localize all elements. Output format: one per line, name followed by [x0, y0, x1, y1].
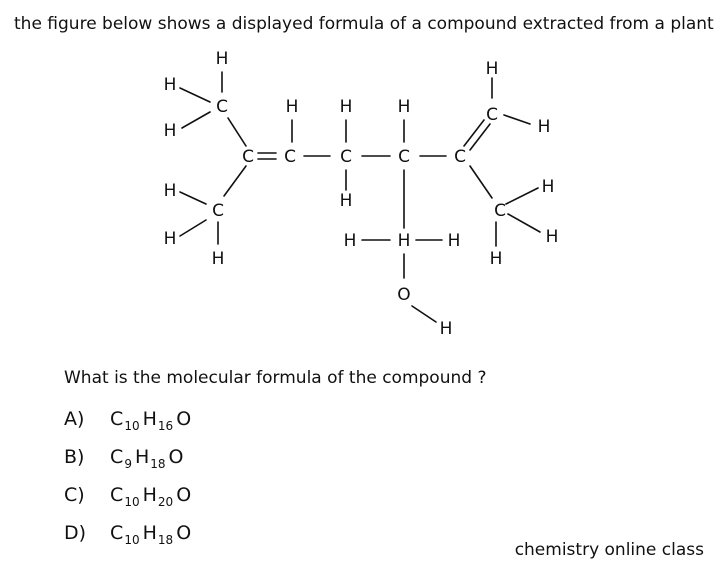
atom-label: H [286, 97, 299, 117]
subscript: 18 [150, 457, 166, 471]
atom-label: H [398, 231, 411, 251]
subscript: 9 [124, 457, 132, 471]
double-bond-line [469, 123, 491, 151]
bond [179, 219, 207, 237]
atom-label: O [397, 285, 410, 305]
atom-label: H [216, 49, 229, 69]
header-text: the figure below shows a displayed formu… [14, 14, 714, 34]
atom-label: H [542, 177, 555, 197]
element-symbol: O [176, 408, 192, 430]
bond [223, 165, 247, 197]
atom-label: H [538, 117, 551, 137]
option-letter: C) [64, 484, 85, 506]
subscript: 18 [157, 533, 174, 547]
bond [505, 187, 539, 205]
subscript: 10 [124, 495, 140, 509]
option-letter: B) [64, 446, 85, 468]
atom-label: H [164, 121, 177, 141]
atom-label: H [344, 231, 357, 251]
element-symbol: H [134, 446, 150, 468]
atom-label: C [284, 147, 296, 167]
atom-label: C [486, 105, 498, 125]
bond [507, 213, 541, 233]
atom-label: C [340, 147, 352, 167]
element-symbol: C [110, 484, 124, 506]
subscript: 20 [157, 495, 174, 509]
atom-label: H [164, 75, 177, 95]
bond [227, 117, 247, 147]
subscript: 10 [124, 533, 140, 547]
atom-label: C [398, 147, 410, 167]
element-symbol: C [110, 446, 124, 468]
element-symbol: C [110, 522, 124, 544]
atom-label: H [164, 229, 177, 249]
atom-label: H [486, 59, 499, 79]
atom-label: C [212, 201, 224, 221]
bond [181, 111, 211, 129]
atom-label: C [216, 97, 228, 117]
atom-label: H [340, 191, 353, 211]
atom-label: H [448, 231, 461, 251]
option-letter: D) [64, 522, 87, 544]
element-symbol: C [110, 408, 124, 430]
atom-label: H [546, 227, 559, 247]
question-text: What is the molecular formula of the com… [64, 368, 487, 388]
subscript: 16 [157, 419, 174, 433]
element-symbol: O [168, 446, 184, 468]
bond [503, 114, 531, 125]
atom-label: H [164, 181, 177, 201]
option-letter: A) [64, 408, 85, 430]
atom-label: H [340, 97, 353, 117]
bond [469, 165, 493, 199]
atom-label: C [454, 147, 466, 167]
element-symbol: H [142, 484, 157, 506]
element-symbol: O [176, 522, 192, 544]
double-bond-line [463, 119, 485, 147]
bond [411, 305, 437, 323]
element-symbol: H [142, 522, 157, 544]
atom-label: C [494, 201, 506, 221]
bond-lines [179, 71, 541, 323]
subscript: 10 [124, 419, 140, 433]
atom-label: H [440, 319, 453, 339]
bond [179, 87, 211, 103]
atom-labels: H H C H C C C C C C H H H H H H C H H H … [164, 49, 559, 339]
element-symbol: H [142, 408, 157, 430]
atom-label: C [242, 147, 254, 167]
displayed-formula-diagram: H H C H C C C C C C H H H H H H C H H H … [164, 49, 559, 339]
atom-label: H [490, 249, 503, 269]
atom-label: H [212, 249, 225, 269]
bond [179, 191, 207, 205]
element-symbol: O [176, 484, 192, 506]
footer-text: chemistry online class [514, 540, 704, 560]
atom-label: H [398, 97, 411, 117]
